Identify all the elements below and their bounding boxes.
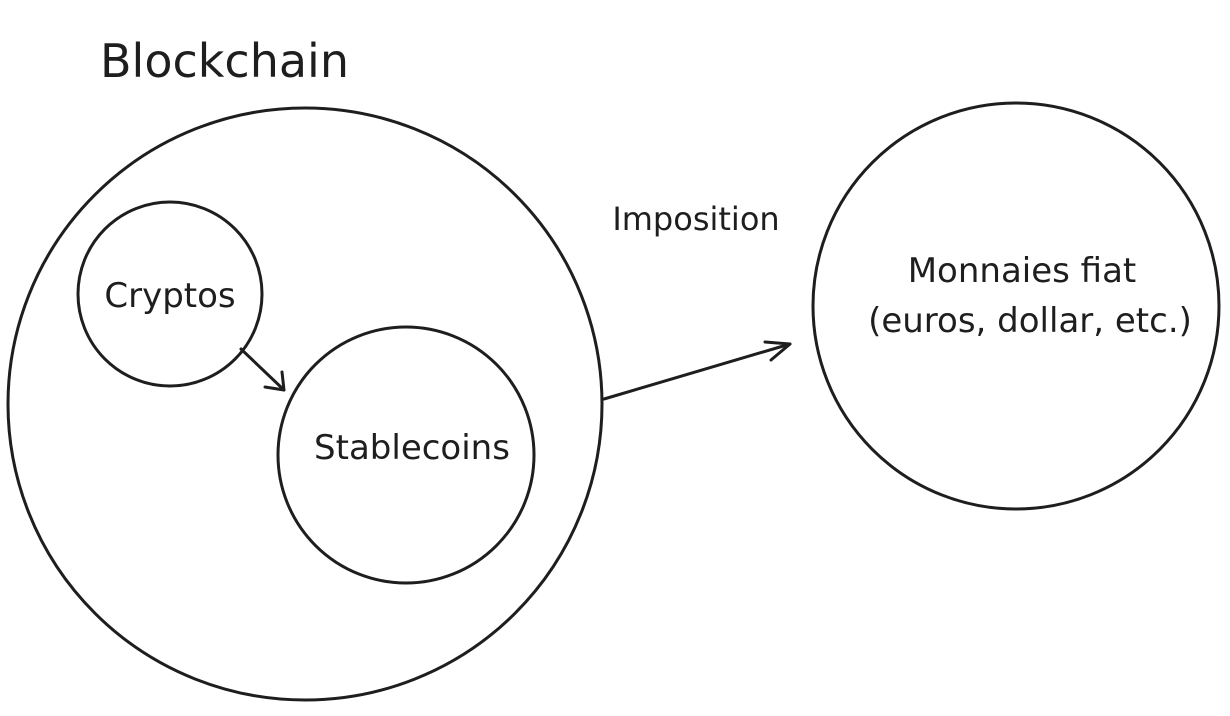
fiat-circle[interactable] xyxy=(811,101,1221,511)
blockchain-to-fiat-arrow[interactable] xyxy=(602,340,792,401)
imposition-label: Imposition xyxy=(612,200,779,238)
cryptos-circle[interactable] xyxy=(76,200,264,388)
blockchain-title: Blockchain xyxy=(100,34,349,88)
cryptos-to-stablecoins-arrow-line xyxy=(239,347,286,392)
cryptos-to-stablecoins-arrow[interactable] xyxy=(239,347,286,392)
fiat-label-line1: Monnaies fiat xyxy=(908,251,1137,291)
blockchain-to-fiat-arrowhead xyxy=(763,340,792,362)
cryptos-label: Cryptos xyxy=(104,276,235,316)
fiat-label-line2: (euros, dollar, etc.) xyxy=(868,301,1192,341)
stablecoins-label: Stablecoins xyxy=(314,428,510,468)
blockchain-to-fiat-arrow-line xyxy=(602,342,792,401)
blockchain-circle[interactable] xyxy=(6,106,604,702)
stablecoins-circle[interactable] xyxy=(276,325,536,585)
cryptos-to-stablecoins-arrowhead xyxy=(263,370,286,392)
